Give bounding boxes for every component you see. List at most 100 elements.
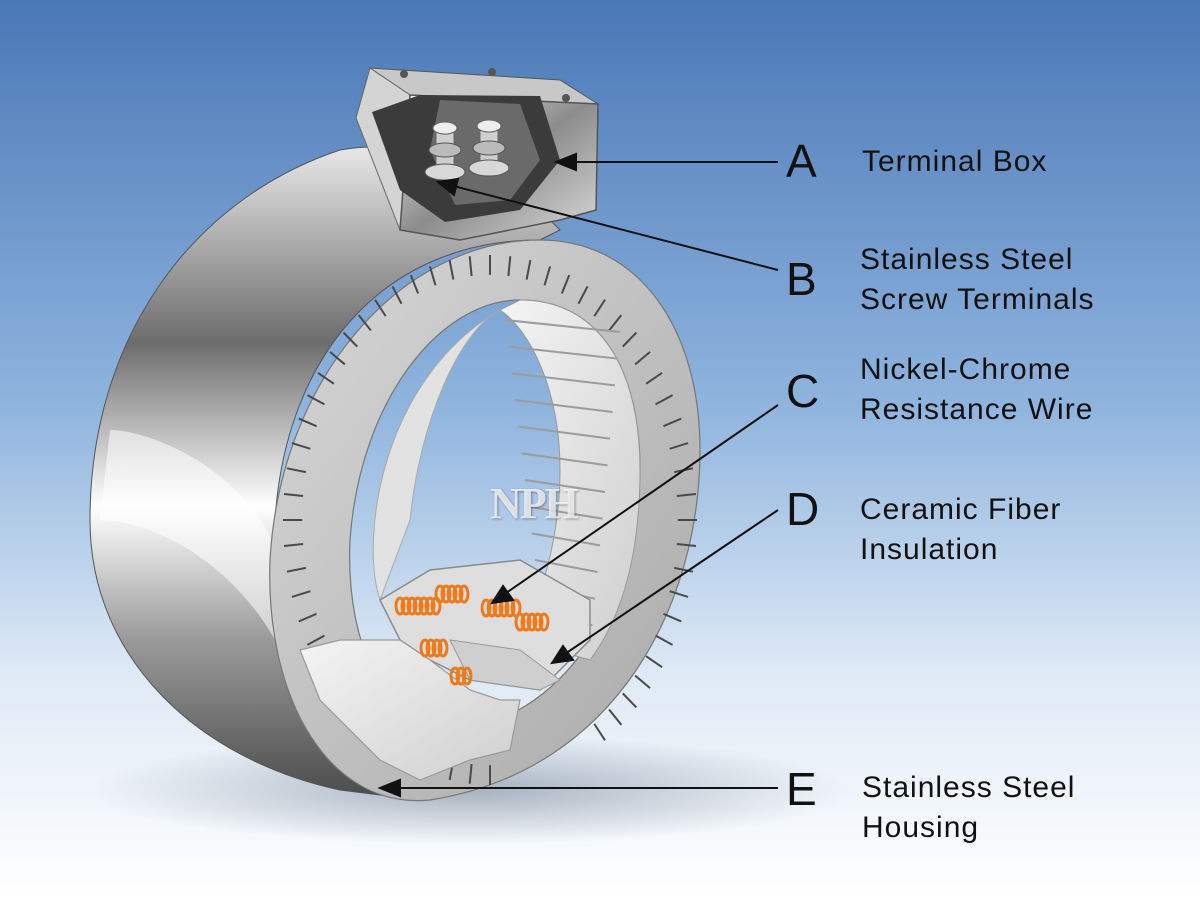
- wire-coil-loop: [394, 596, 406, 616]
- rim-slot: [329, 351, 346, 366]
- rim-slot: [283, 493, 304, 497]
- ceramic-liner-right: [499, 299, 641, 661]
- wire-coil-loop: [425, 638, 437, 658]
- arrowhead-d: [549, 644, 575, 665]
- rim-slot: [409, 274, 420, 294]
- liner-segment-line: [514, 399, 613, 413]
- rim-slot: [468, 763, 473, 784]
- wire-coil-loop: [437, 638, 449, 658]
- callout-b-line-2: Screw Terminals: [860, 283, 1095, 316]
- arrowhead-b: [435, 177, 460, 197]
- wire-coil-loop: [446, 584, 458, 604]
- wire-coil-loop: [434, 584, 446, 604]
- wire-coil-loop: [532, 612, 544, 632]
- rim-slot: [655, 394, 674, 406]
- wire-coil-loop: [486, 598, 498, 618]
- wire-coil-loop: [480, 598, 492, 618]
- rim-slot: [560, 274, 571, 294]
- rim-slot: [622, 692, 638, 709]
- wire-coil-loop: [449, 666, 461, 686]
- leader-line-c: [495, 404, 779, 601]
- ceramic-bottom-segment: [299, 639, 521, 781]
- wire-coil-loop: [412, 596, 424, 616]
- wire-coil-loop: [440, 584, 452, 604]
- callout-label-resistance-wire: Nickel-Chrome Resistance Wire: [860, 350, 1093, 430]
- wire-coil-loop: [418, 596, 430, 616]
- wire-coil-loop: [526, 612, 538, 632]
- insulation-cutaway-lower: [449, 639, 561, 691]
- leader-lines: [377, 152, 779, 798]
- rim-slot: [298, 417, 317, 428]
- rim-slot: [286, 566, 307, 573]
- callout-e-line-2: Housing: [862, 811, 980, 844]
- wire-coil-loop: [458, 584, 470, 604]
- rim-slot: [593, 299, 606, 317]
- rim-slot: [525, 259, 532, 280]
- rim-slot: [608, 708, 623, 726]
- callout-b-line-1: Stainless Steel: [860, 243, 1074, 276]
- rim-slot: [634, 674, 651, 689]
- liner-segment-line: [528, 505, 603, 520]
- arrowhead-e: [377, 778, 401, 798]
- nph-logo: NPH: [490, 479, 579, 528]
- rim-slot: [608, 314, 623, 332]
- rim-slot: [676, 493, 697, 497]
- liner-segment-line: [508, 345, 618, 360]
- rim-slot: [645, 655, 663, 669]
- rim-slot: [357, 314, 372, 332]
- callout-c-line-1: Nickel-Chrome: [860, 353, 1072, 386]
- rim-slot: [342, 331, 358, 348]
- callout-letter-d: D: [786, 483, 820, 535]
- wire-coil-loop: [538, 612, 550, 632]
- callout-letter-e: E: [786, 763, 817, 815]
- liner-segment-line: [518, 425, 611, 440]
- callout-label-terminal-box: Terminal Box: [862, 142, 1047, 182]
- rim-slot: [391, 285, 403, 305]
- callout-label-screw-terminals: Stainless Steel Screw Terminals: [860, 240, 1095, 320]
- rim-slot: [645, 371, 663, 385]
- rim-slot: [593, 723, 606, 741]
- rim-slot: [306, 394, 325, 406]
- rim-slot: [374, 299, 387, 317]
- rim-slot: [669, 590, 689, 598]
- wire-coil-loop: [455, 666, 467, 686]
- rim-slot: [663, 417, 682, 428]
- wire-coil-loop: [406, 596, 418, 616]
- leader-line-b: [441, 182, 779, 271]
- liner-segment-line: [531, 532, 601, 547]
- liner-segment-line: [511, 372, 616, 387]
- wire-coil-loop: [520, 612, 532, 632]
- wire-coil-loop: [452, 584, 464, 604]
- callout-label-insulation: Ceramic Fiber Insulation: [860, 490, 1061, 570]
- rim-slot: [669, 442, 689, 450]
- rim-slot: [428, 266, 437, 286]
- rim-slot: [291, 590, 311, 598]
- rim-slot: [676, 543, 697, 547]
- rim-slot: [291, 442, 311, 450]
- leader-line-d: [555, 509, 779, 661]
- rim-slot: [306, 634, 325, 646]
- wire-coil-loop: [424, 596, 436, 616]
- rim-slot: [286, 467, 307, 474]
- wire-coil-loop: [514, 612, 526, 632]
- rim-slot: [634, 351, 651, 366]
- wire-coil-loop: [461, 666, 473, 686]
- rim-slot: [622, 331, 638, 348]
- liner-segment-line: [504, 319, 621, 333]
- rim-slot: [507, 256, 512, 277]
- rim-slot: [283, 543, 304, 547]
- rim-slot: [543, 266, 552, 286]
- arrowhead-a: [553, 152, 577, 172]
- callout-a-line-1: Terminal Box: [862, 145, 1048, 178]
- ceramic-liner-back: [372, 309, 501, 602]
- callout-c-line-2: Resistance Wire: [860, 393, 1094, 426]
- housing-highlight: [100, 430, 280, 640]
- callout-e-line-1: Stainless Steel: [862, 771, 1076, 804]
- rim-slot: [448, 259, 455, 280]
- callout-letter-b: B: [786, 253, 817, 305]
- resistance-wire-coils: [394, 584, 550, 686]
- rim-slot: [655, 634, 674, 646]
- rim-slot: [577, 285, 589, 305]
- rim-slot: [317, 371, 335, 385]
